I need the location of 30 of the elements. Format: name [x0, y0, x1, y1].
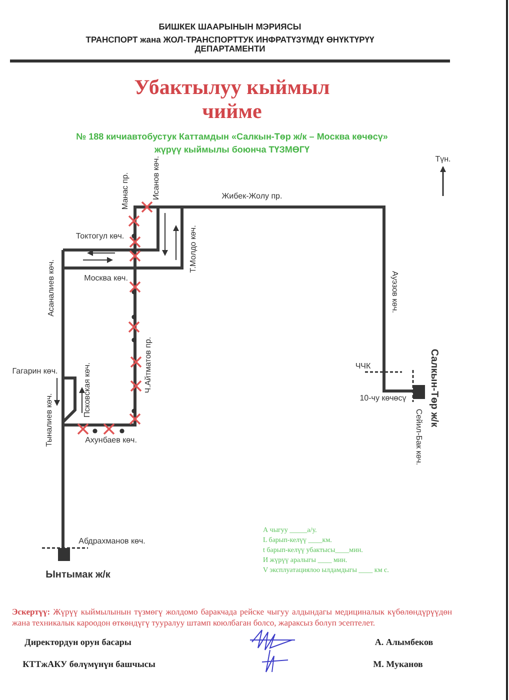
street-label: Ч.Айтматов пр. [144, 336, 154, 394]
street-label: Гагарин көч. [12, 368, 58, 376]
street-label: Тыналиев көч. [46, 393, 54, 447]
street-label: Псковская көч. [84, 362, 92, 418]
route-line [62, 206, 413, 548]
header-text: ТРАНСПОРТ жана ЖОЛ-ТРАНСПОРТТУК ИНФРАТҮЗҮМДҮ ӨНҮКТҮРҮҮ ДЕПАРТАМЕНТИ [84, 36, 376, 54]
street-label: Исанов көч. [152, 156, 162, 200]
street-label: Ауэзов көч. [390, 271, 398, 313]
compass-label: Түн. [435, 156, 451, 164]
signatory-title: КТТжАКУ бөлүмүнүн башчысы [22, 660, 156, 670]
street-label: Асаналиев көч. [48, 259, 56, 317]
street-label: Жибек-Жолу пр. [222, 192, 282, 202]
street-label: Токтогул көч. [76, 232, 124, 242]
street-label: Т.Молдо көч. [190, 225, 198, 273]
signatory-name: М. Муканов [373, 660, 423, 670]
street-label: 10-чу көчөсү [360, 394, 406, 404]
street-label: Манас пр. [122, 172, 130, 210]
street-label: Абдрахманов көч. [78, 538, 146, 546]
note-text: Эскертүү: Жүрүү кыймылынын түзмөгү жолдомо баракчада рейске чыгуу алдындагы медициналык күбөлөндүрүүдөн жана техникалык кароодон өткөндүгү тууралуу штамп коюлбаган болсо, жараксыз болуп эсептелет. [12, 606, 452, 628]
terminal-label: Ынтымак ж/к [46, 570, 110, 580]
street-label: Москва көч. [84, 274, 128, 284]
signatory-title: Директордун орун басары [24, 638, 132, 648]
street-label: Сейил-Бак көч. [414, 408, 422, 466]
header-text: БИШКЕК ШААРЫНЫН МЭРИЯСЫ [158, 22, 302, 32]
street-label: Ахунбаев көч. [85, 436, 137, 446]
checkpoint-label: ЧЧК [355, 362, 371, 372]
signatory-name: А. Алымбеков [374, 638, 434, 648]
terminal-label: Салкын-Төр ж/к [428, 348, 440, 428]
title-text: Убактылуу кыймыл чийме [133, 74, 331, 124]
subtitle-text: № 188 кичиавтобустук Каттамдын «Салкын-Төр ж/к – Москва көчөсү» жүрүү кыймылы боюнча ТҮЗМӨГҮ [75, 130, 389, 156]
